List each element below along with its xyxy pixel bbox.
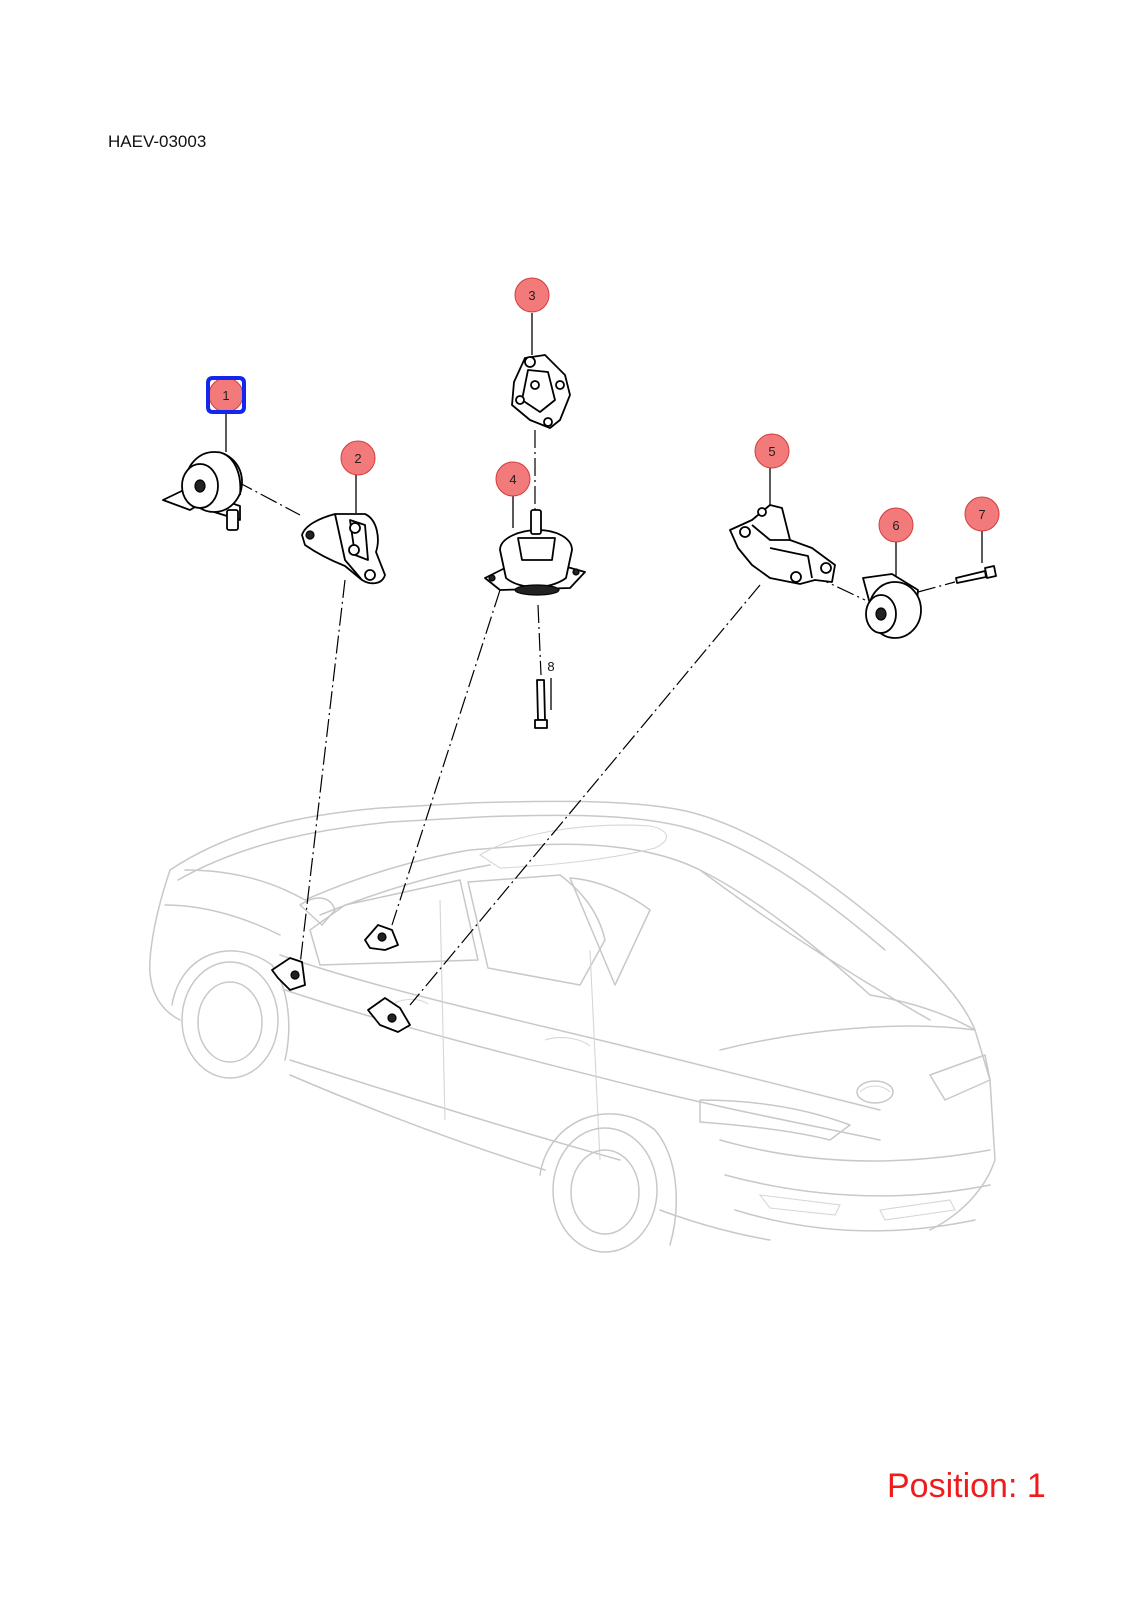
- upper-bracket-part-3[interactable]: [511, 354, 571, 429]
- installed-mount-middle: [364, 924, 399, 951]
- callout-6[interactable]: 6: [878, 507, 914, 543]
- vehicle-outline: [149, 800, 996, 1253]
- installed-mount-rear: [367, 997, 411, 1033]
- rear-bushing-part-6[interactable]: [862, 573, 922, 639]
- assembly-lines: [235, 430, 956, 1006]
- callout-number: 1: [222, 388, 229, 403]
- leader-lines: [225, 313, 983, 580]
- bracket-part-2[interactable]: [301, 513, 386, 585]
- callout-4[interactable]: 4: [495, 461, 531, 497]
- callout-number: 4: [509, 472, 516, 487]
- callout-number: 6: [892, 518, 899, 533]
- bolt-part-7[interactable]: [955, 565, 997, 584]
- callout-1[interactable]: 1: [206, 376, 246, 414]
- callout-2[interactable]: 2: [340, 440, 376, 476]
- part-label-8: 8: [547, 659, 554, 674]
- callout-7[interactable]: 7: [964, 496, 1000, 532]
- callout-number: 2: [354, 451, 361, 466]
- stud-bolt-part-8[interactable]: [534, 678, 552, 729]
- engine-mount-part-1[interactable]: [162, 451, 243, 531]
- callout-5[interactable]: 5: [754, 433, 790, 469]
- position-label: Position: 1: [887, 1467, 1046, 1505]
- rear-bracket-part-5[interactable]: [729, 504, 836, 585]
- callout-number: 3: [528, 288, 535, 303]
- callout-number: 5: [768, 444, 775, 459]
- hydraulic-mount-part-4[interactable]: [484, 509, 586, 596]
- diagram-code: HAEV-03003: [108, 132, 207, 151]
- callout-3[interactable]: 3: [514, 277, 550, 313]
- installed-mount-front: [271, 957, 306, 991]
- callout-number: 7: [978, 507, 985, 522]
